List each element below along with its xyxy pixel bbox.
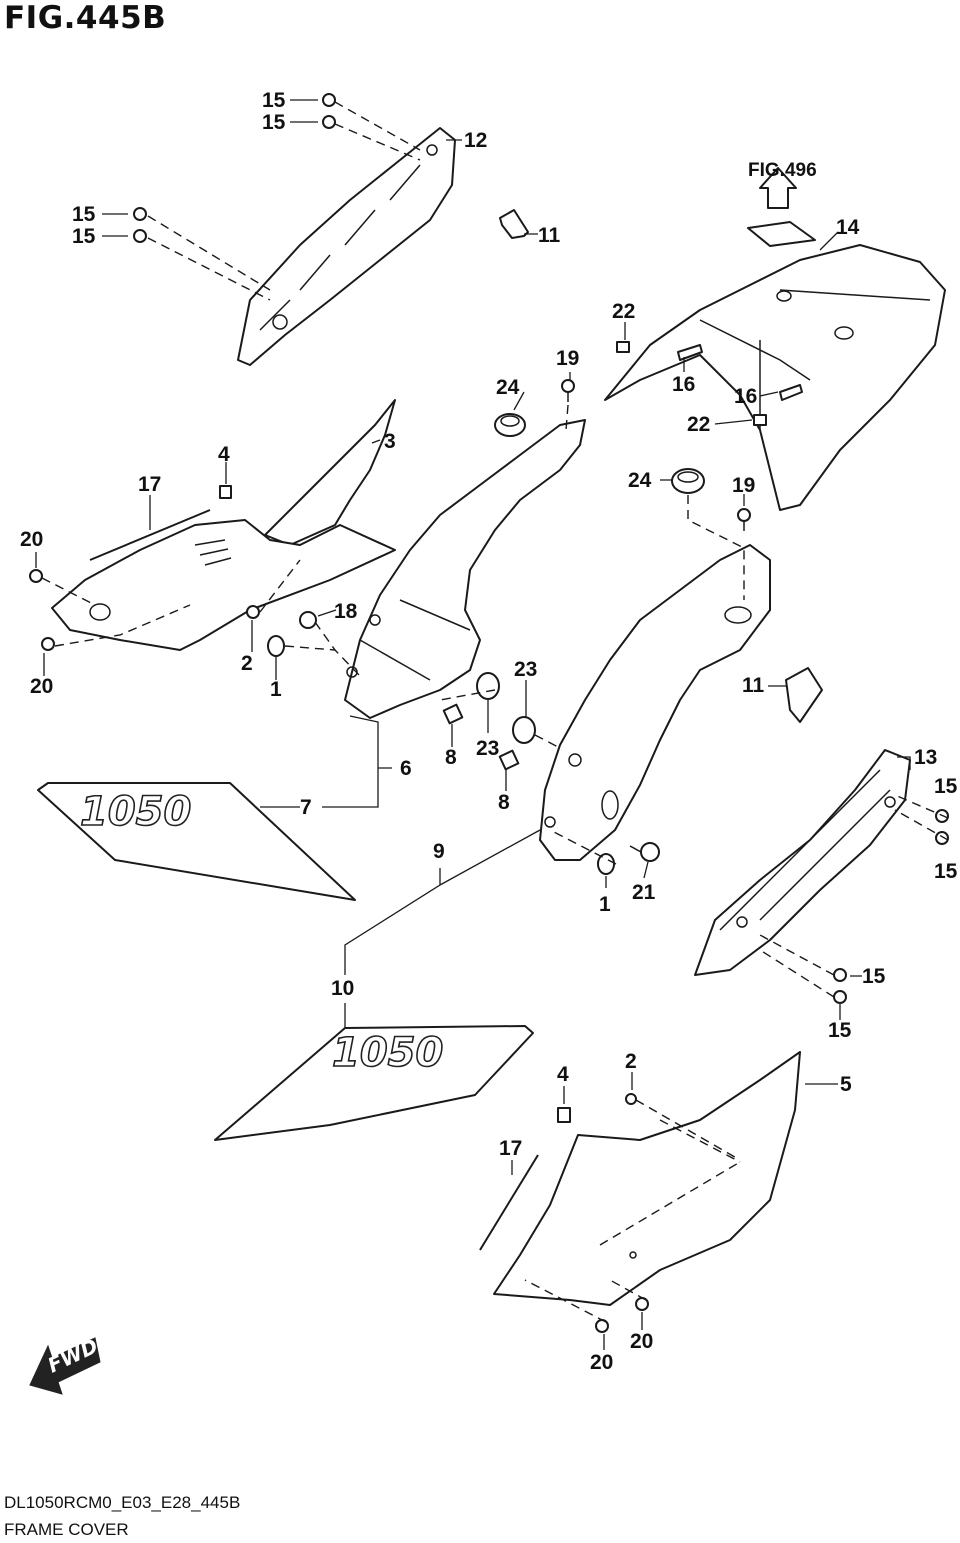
- part-24-grommet-lower: [671, 468, 705, 494]
- callout-labels: 15 15 12 15 15 11 14 22 16 16 22 19 24 2…: [20, 89, 958, 1374]
- callout-13: 13: [914, 746, 937, 769]
- decal-7-logo-text: 1050: [80, 789, 191, 835]
- callout-15: 15: [72, 225, 96, 248]
- part-5-side-cover-right: [493, 1051, 801, 1306]
- callout-15: 15: [72, 203, 96, 226]
- callout-4: 4: [218, 443, 230, 466]
- callout-3: 3: [384, 430, 396, 453]
- callout-19: 19: [732, 474, 755, 497]
- part-20-screw-d: [595, 1319, 609, 1333]
- callout-11: 11: [742, 674, 765, 697]
- part-10-decal: 1050: [214, 1025, 534, 1141]
- callout-20: 20: [590, 1351, 613, 1374]
- callout-7: 7: [300, 796, 312, 819]
- callout-8: 8: [498, 791, 510, 814]
- part-1-washer-upper: [267, 635, 285, 657]
- callout-14: 14: [836, 216, 860, 239]
- figure-title: FIG.445B: [4, 0, 167, 36]
- model-code: DL1050RCM0_E03_E28_445B: [4, 1493, 241, 1512]
- callout-20: 20: [30, 675, 53, 698]
- dashed-assembly-lines: [41, 101, 949, 1323]
- callout-17: 17: [138, 473, 161, 496]
- callout-16: 16: [672, 373, 695, 396]
- part-side-cover-left: [51, 519, 396, 651]
- part-21-bolt: [629, 842, 660, 862]
- part-1-washer-lower: [597, 853, 615, 875]
- callout-2: 2: [241, 652, 253, 675]
- callout-20: 20: [20, 528, 43, 551]
- part-18-bolt: [299, 611, 317, 629]
- part-20-screw-a: [29, 569, 43, 583]
- callout-1: 1: [270, 678, 282, 701]
- part-23-grommet-upper: [476, 672, 500, 700]
- callout-5: 5: [840, 1073, 852, 1096]
- callout-16: 16: [734, 385, 757, 408]
- callout-11: 11: [538, 224, 561, 247]
- part-11-clip-lower: [785, 667, 823, 723]
- callout-18: 18: [334, 600, 358, 623]
- part-8-cushion-lower: [498, 749, 520, 771]
- part-24-grommet-upper: [494, 413, 526, 437]
- callout-23: 23: [476, 737, 499, 760]
- callout-20: 20: [630, 1330, 653, 1353]
- callout-15: 15: [828, 1019, 852, 1042]
- part-19-screw-lower: [737, 508, 751, 531]
- part-2-nut-lower: [625, 1093, 637, 1105]
- callout-19: 19: [556, 347, 579, 370]
- callout-15: 15: [862, 965, 886, 988]
- callout-2: 2: [625, 1050, 637, 1073]
- callout-15: 15: [262, 89, 286, 112]
- part-3-side-panel: [264, 399, 396, 546]
- callout-21: 21: [632, 881, 656, 904]
- part-15-bolts: [133, 93, 949, 1004]
- decal-10-logo-text: 1050: [332, 1030, 443, 1076]
- part-20-screw-c: [635, 1297, 649, 1311]
- callout-1: 1: [599, 893, 611, 916]
- callout-9: 9: [433, 840, 445, 863]
- part-6-frame-cover-inner: [344, 419, 586, 719]
- callout-6: 6: [400, 757, 412, 780]
- fwd-arrow: FWD: [29, 1334, 102, 1395]
- callout-22: 22: [612, 300, 635, 323]
- leader-lines: [35, 99, 911, 1350]
- part-13-bracket: [694, 749, 911, 976]
- part-20-screw-b: [41, 637, 55, 651]
- part-14-seat-cowl: [604, 167, 946, 511]
- part-11-clip-upper: [499, 209, 529, 239]
- callout-24: 24: [496, 376, 520, 399]
- part-4-nut-lower: [557, 1107, 571, 1123]
- part-17-strip-lower: [479, 1154, 539, 1251]
- part-17-strip-upper: [89, 509, 211, 561]
- part-4-nut-upper: [219, 485, 232, 499]
- callout-15: 15: [934, 775, 958, 798]
- part-19-screw-upper: [561, 379, 575, 402]
- part-7-decal: 1050: [37, 782, 356, 901]
- part-22-nut-upper: [616, 341, 630, 353]
- part-8-cushion-upper: [442, 703, 464, 725]
- part-12-bracket: [237, 127, 456, 366]
- callout-22: 22: [687, 413, 710, 436]
- callout-17: 17: [499, 1137, 522, 1160]
- callout-12: 12: [464, 129, 487, 152]
- section-name: FRAME COVER: [4, 1520, 129, 1539]
- reference-label: FIG.496: [748, 160, 817, 181]
- part-23-grommet-lower: [512, 716, 536, 744]
- callout-23: 23: [514, 658, 537, 681]
- part-22-nut-lower: [753, 414, 767, 426]
- part-9-frame-cover-inner: [539, 544, 771, 861]
- callout-8: 8: [445, 746, 457, 769]
- callout-10: 10: [331, 977, 354, 1000]
- callout-24: 24: [628, 469, 652, 492]
- fig-496-reference: FIG.496: [748, 160, 817, 181]
- callout-15: 15: [262, 111, 286, 134]
- callout-4: 4: [557, 1063, 569, 1086]
- part-2-nut-upper: [246, 605, 260, 619]
- callout-15: 15: [934, 860, 958, 883]
